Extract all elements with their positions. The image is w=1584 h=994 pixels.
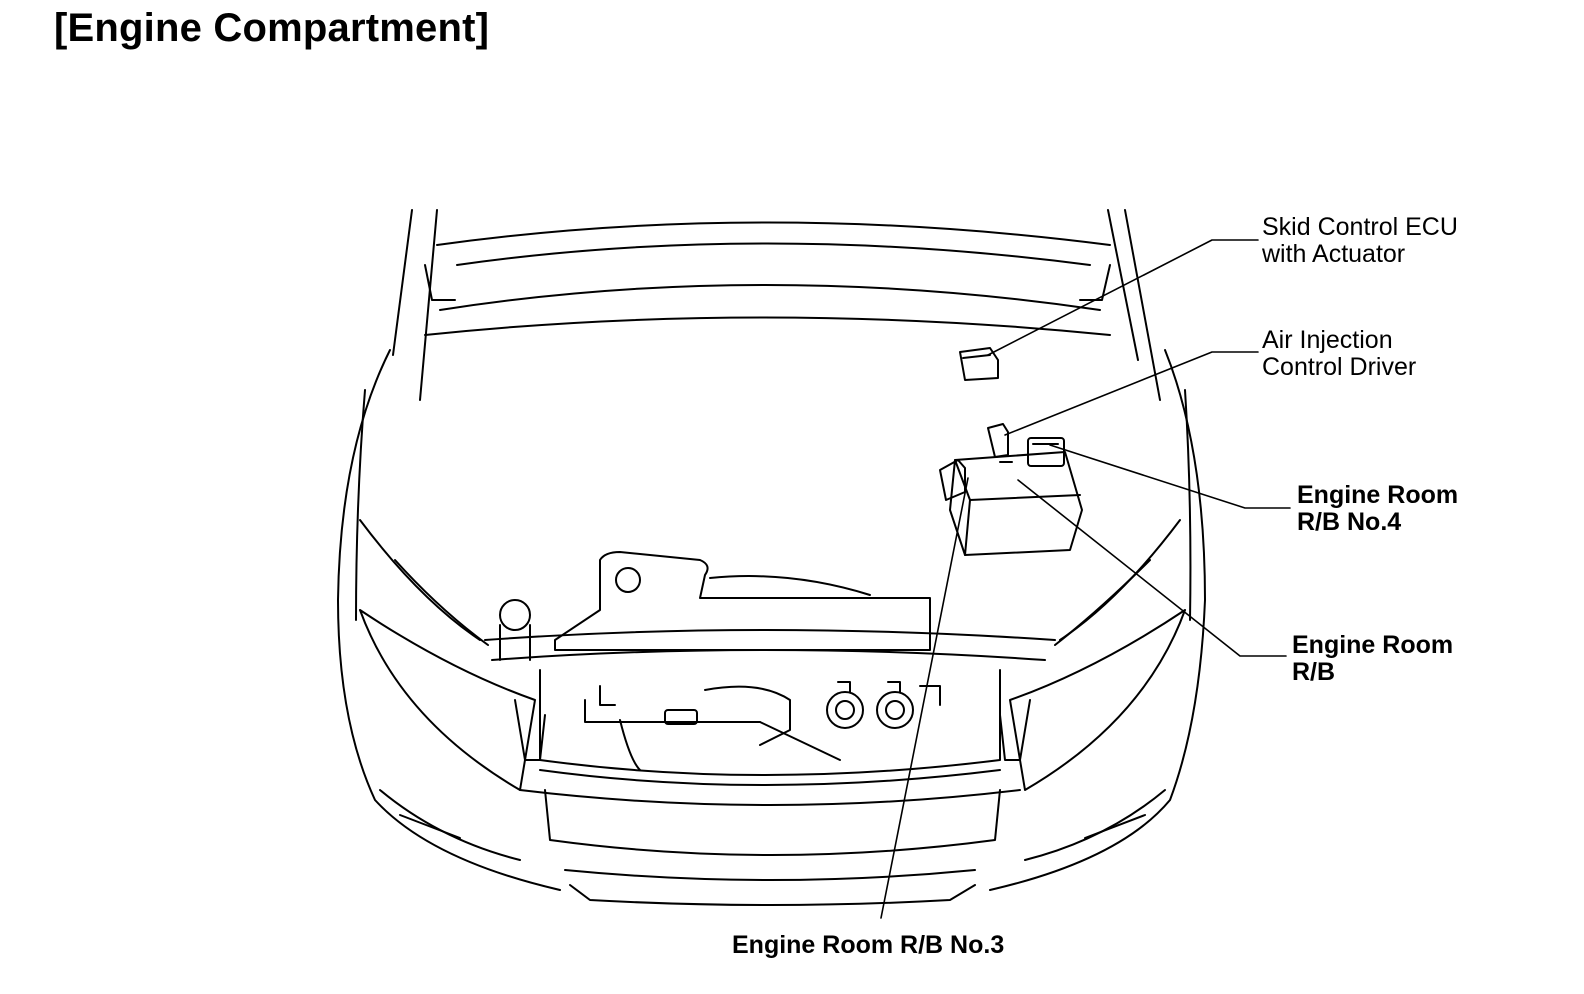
label-engine-room-rb-no3: Engine Room R/B No.3 xyxy=(732,931,1005,959)
label-engine-room-rb: Engine Room R/B xyxy=(1292,632,1453,686)
label-engine-room-rb-no4: Engine Room R/B No.4 xyxy=(1297,482,1458,536)
label-air-injection-line1: Air Injection xyxy=(1262,326,1393,354)
leader-lines xyxy=(880,239,1291,919)
engine-components xyxy=(499,551,941,771)
label-skid-control-ecu-line1: Skid Control ECU xyxy=(1262,213,1458,241)
label-skid-control-ecu-line2: with Actuator xyxy=(1262,240,1406,268)
label-rb-line2: R/B xyxy=(1292,658,1336,686)
air-injection-driver-component xyxy=(987,423,1009,458)
label-rb-no4-line2: R/B No.4 xyxy=(1297,508,1402,536)
leader-air-injection xyxy=(1004,351,1259,436)
page-title: [Engine Compartment] xyxy=(54,6,490,50)
leader-rb-no4 xyxy=(1049,444,1291,509)
leader-skid-ecu xyxy=(987,239,1259,356)
label-air-injection-line2: Control Driver xyxy=(1262,353,1417,381)
leader-rb xyxy=(1017,479,1287,657)
label-skid-control-ecu: Skid Control ECU with Actuator xyxy=(1262,214,1458,268)
grille-bumper xyxy=(379,669,1166,906)
skid-control-ecu-component xyxy=(959,347,999,381)
label-air-injection-control-driver: Air Injection Control Driver xyxy=(1262,327,1416,381)
engine-room-rb-component xyxy=(949,451,1083,556)
label-rb-no4-line1: Engine Room xyxy=(1297,481,1459,509)
leader-rb-no3 xyxy=(880,477,969,919)
body-outline xyxy=(337,349,1206,891)
hood-outline xyxy=(392,209,1161,401)
headlights xyxy=(359,609,1186,791)
label-rb-line1: Engine Room xyxy=(1292,631,1454,659)
